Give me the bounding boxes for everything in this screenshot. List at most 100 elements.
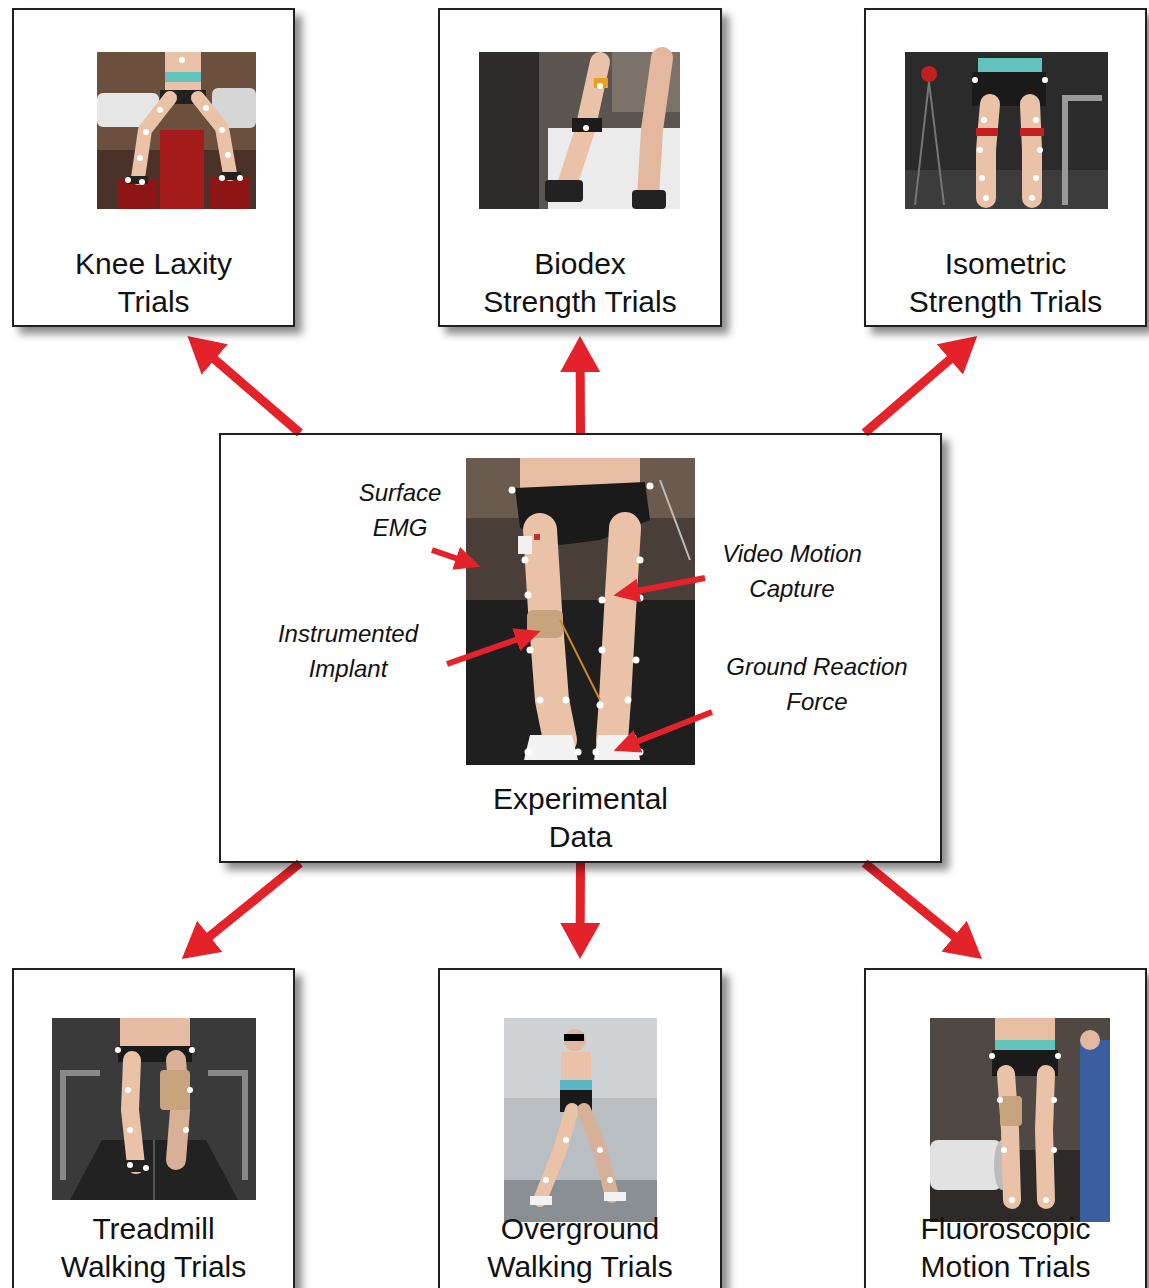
overground-photo-part xyxy=(584,1110,612,1196)
experimental-photo-part xyxy=(637,557,644,564)
knee-laxity-photo-part xyxy=(165,72,201,82)
experimental-photo-part xyxy=(563,697,570,704)
fluoroscopic-photo xyxy=(930,1018,1110,1222)
treadmill-photo-part xyxy=(143,1165,149,1171)
biodex-photo-part xyxy=(594,78,608,88)
fluoroscopic-photo-part xyxy=(1006,1074,1012,1200)
isometric-photo-part xyxy=(1030,104,1032,198)
callout-holder: Instrumented Implant xyxy=(263,616,433,686)
overground-photo-part xyxy=(564,1034,584,1041)
experimental-photo-part xyxy=(466,458,695,765)
experimental-photo-part xyxy=(466,600,695,765)
experimental-photo-part xyxy=(599,597,606,604)
treadmill-photo-part xyxy=(127,1127,133,1133)
knee-laxity-photo-part xyxy=(137,155,143,161)
knee-laxity-photo-part xyxy=(225,152,231,158)
node-title: Knee Laxity Trials xyxy=(51,245,256,321)
trial-box: Isometric Strength Trials xyxy=(864,8,1147,327)
trial-box: Overground Walking Trials xyxy=(438,968,722,1288)
treadmill-photo-part xyxy=(60,1070,100,1076)
overground-photo-part xyxy=(604,1192,626,1201)
trial-box: Treadmill Walking Trials xyxy=(12,968,295,1288)
experimental-photo-part xyxy=(647,483,654,490)
isometric-photo-part xyxy=(976,128,998,136)
callout-arrows-part xyxy=(636,712,712,742)
experimental-photo-part xyxy=(509,487,516,494)
knee-laxity-photo xyxy=(97,52,256,209)
experimental-photo-part xyxy=(637,595,644,602)
experimental-photo-part xyxy=(525,749,532,756)
fluoroscopic-photo-part xyxy=(930,1140,1002,1190)
knee-laxity-photo-part xyxy=(210,178,250,209)
callout-label: Surface EMG xyxy=(340,475,460,545)
overground-photo-part xyxy=(530,1196,552,1205)
experimental-photo-part xyxy=(522,557,529,564)
overground-photo-part xyxy=(540,1110,572,1200)
treadmill-photo-part xyxy=(70,1140,238,1200)
isometric-photo-part xyxy=(905,170,1108,209)
isometric-photo-part xyxy=(929,82,944,205)
node-title: Isometric Strength Trials xyxy=(903,245,1108,321)
fluoroscopic-photo-part xyxy=(1080,1040,1110,1222)
overground-photo-part xyxy=(543,1177,549,1183)
callout-label: Video Motion Capture xyxy=(705,536,880,606)
overground-photo-part xyxy=(504,1018,657,1222)
experimental-photo-part xyxy=(637,749,644,756)
callout-arrows-part xyxy=(637,578,705,591)
fluoroscopic-photo-part xyxy=(1043,1197,1049,1203)
trial-box: Knee Laxity Trials xyxy=(12,8,295,327)
knee-laxity-photo-part xyxy=(198,98,230,174)
fluoroscopic-photo-part xyxy=(989,1053,995,1059)
overground-photo-part xyxy=(597,1147,603,1153)
experimental-photo xyxy=(466,458,695,765)
flow-arrow xyxy=(576,863,585,925)
biodex-photo-part xyxy=(479,52,680,209)
experimental-photo-part xyxy=(537,697,544,704)
fluoroscopic-photo-part xyxy=(1009,1197,1015,1203)
node-title: Treadmill Walking Trials xyxy=(51,1210,256,1286)
experimental-photo-part xyxy=(575,749,582,756)
callout-label: Instrumented Implant xyxy=(263,616,433,686)
experimental-photo-part xyxy=(525,592,532,599)
data-box: Experimental Data xyxy=(219,433,942,863)
fluoroscopic-photo-part xyxy=(995,1040,1055,1050)
fluoroscopic-photo-part xyxy=(1051,1147,1057,1153)
knee-laxity-photo-part xyxy=(165,52,201,94)
fluoroscopic-photo-part xyxy=(1055,1053,1061,1059)
experimental-photo-part xyxy=(599,647,606,654)
treadmill-photo-part xyxy=(160,1070,190,1110)
knee-laxity-photo-part xyxy=(237,175,243,181)
treadmill-photo-part xyxy=(242,1070,248,1180)
fluoroscopic-photo-part xyxy=(1001,1147,1007,1153)
treadmill-photo-part xyxy=(187,1087,193,1093)
treadmill-photo-part xyxy=(115,1047,121,1053)
biodex-photo-part xyxy=(597,83,603,89)
treadmill-photo-part xyxy=(60,1070,66,1180)
experimental-photo-part xyxy=(625,697,632,704)
callout-holder: Ground Reaction Force xyxy=(715,649,920,719)
treadmill-photo-part xyxy=(130,1060,136,1165)
isometric-photo-part xyxy=(905,52,1108,209)
experimental-photo-part xyxy=(560,620,600,700)
overground-photo-part xyxy=(504,1018,657,1098)
flow-arrow xyxy=(865,358,952,433)
biodex-photo-part xyxy=(648,58,662,196)
experimental-photo-part xyxy=(594,735,640,760)
isometric-photo-part xyxy=(1042,77,1048,83)
experimental-photo-part xyxy=(593,749,600,756)
flow-arrow xyxy=(865,863,956,937)
knee-laxity-photo-part xyxy=(179,57,185,63)
fluoroscopic-photo-part xyxy=(1080,1030,1100,1050)
isometric-photo-part xyxy=(1020,128,1044,136)
knee-laxity-photo-part xyxy=(157,107,163,113)
callout-arrows xyxy=(432,550,712,742)
fluoroscopic-photo-part xyxy=(1051,1097,1057,1103)
fluoroscopic-photo-part xyxy=(930,1018,1110,1222)
overground-photo-part xyxy=(560,1080,592,1090)
knee-laxity-photo-part xyxy=(160,130,204,209)
overground-photo-part xyxy=(561,1052,591,1092)
experimental-photo-part xyxy=(524,735,578,760)
